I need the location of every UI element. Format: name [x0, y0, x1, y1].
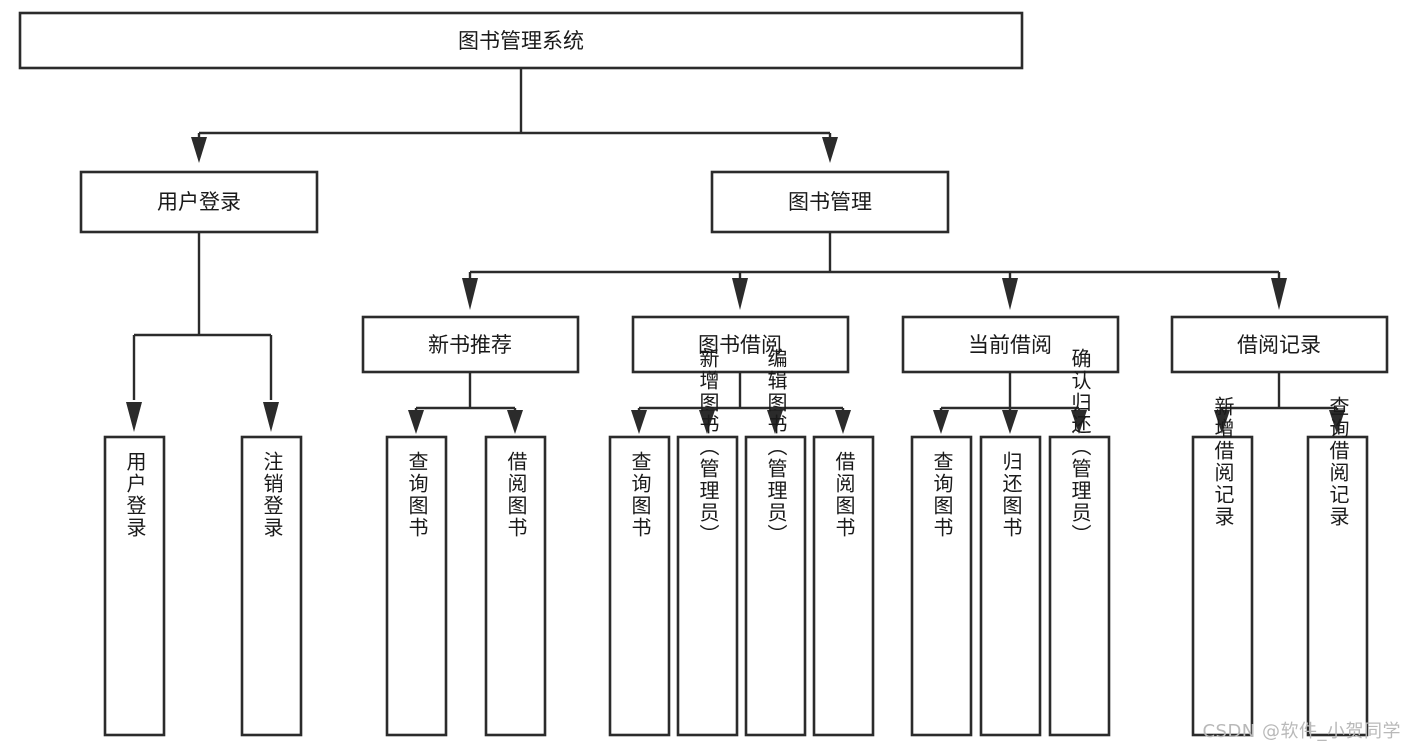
arrow-head-leaf-query-book-1 — [408, 410, 424, 434]
arrow-head-leaf-confirm-return — [1071, 410, 1087, 434]
node-leaf-query-record-label: 查询借阅记录 — [1326, 396, 1350, 528]
node-leaf-add-book-box[interactable] — [676, 435, 739, 737]
node-leaf-user-logout-label: 注销登录 — [260, 451, 284, 539]
node-borrow-record-box[interactable] — [1170, 315, 1389, 374]
node-leaf-query-record[interactable]: 查询借阅记录 — [1306, 396, 1369, 737]
node-leaf-borrow-book-1[interactable]: 借阅图书 — [484, 435, 547, 737]
node-leaf-return-book[interactable]: 归还图书 — [979, 435, 1042, 737]
arrow-head-leaf-query-record — [1329, 410, 1345, 434]
node-leaf-query-book-1-box[interactable] — [385, 435, 448, 737]
node-leaf-user-logout[interactable]: 注销登录 — [240, 435, 303, 737]
node-leaf-confirm-return-box[interactable] — [1048, 435, 1111, 737]
arrow-head-leaf-add-record — [1214, 410, 1230, 434]
node-book-manage-box[interactable] — [710, 170, 950, 234]
connector-group-root — [191, 68, 838, 163]
node-new-book-recommend-label: 新书推荐 — [428, 333, 512, 357]
arrow-head-leaf-query-book-3 — [933, 410, 949, 434]
arrow-head-new-book-recommend — [462, 278, 478, 310]
node-leaf-confirm-return[interactable]: 确认归还（管理员） — [1048, 348, 1111, 737]
node-book-borrow-box[interactable] — [631, 315, 850, 374]
node-book-manage[interactable]: 图书管理 — [710, 170, 950, 234]
node-leaf-query-record-box[interactable] — [1306, 435, 1369, 737]
node-root[interactable]: 图书管理系统 — [18, 11, 1024, 70]
node-leaf-query-book-2-label: 查询图书 — [628, 451, 652, 539]
arrow-head-leaf-user-logout — [263, 402, 279, 432]
node-leaf-query-book-3[interactable]: 查询图书 — [910, 435, 973, 737]
arrow-head-leaf-query-book-2 — [631, 410, 647, 434]
arrow-head-user-login — [191, 137, 207, 163]
connector-group-user-login — [126, 232, 279, 432]
node-new-book-recommend[interactable]: 新书推荐 — [361, 315, 580, 374]
node-current-borrow[interactable]: 当前借阅 — [901, 315, 1120, 374]
arrow-head-book-borrow — [732, 278, 748, 310]
node-current-borrow-label: 当前借阅 — [968, 333, 1052, 357]
connector-group-book-borrow — [631, 372, 851, 434]
node-book-borrow-label: 图书借阅 — [698, 333, 782, 357]
arrow-head-leaf-return-book — [1002, 410, 1018, 434]
node-root-label: 图书管理系统 — [458, 29, 584, 53]
node-leaf-borrow-book-2[interactable]: 借阅图书 — [812, 435, 875, 737]
node-borrow-record-label: 借阅记录 — [1237, 333, 1321, 357]
node-book-borrow[interactable]: 图书借阅 — [631, 315, 850, 374]
node-leaf-user-logout-box[interactable] — [240, 435, 303, 737]
node-user-login[interactable]: 用户登录 — [79, 170, 319, 234]
node-leaf-add-book[interactable]: 新增图书（管理员） — [676, 348, 739, 737]
node-leaf-add-book-label: 新增图书（管理员） — [696, 348, 720, 546]
arrow-head-leaf-borrow-book-1 — [507, 410, 523, 434]
node-root-box[interactable] — [18, 11, 1024, 70]
arrow-head-leaf-add-book — [699, 410, 715, 434]
node-leaf-query-book-2-box[interactable] — [608, 435, 671, 737]
node-leaf-borrow-book-1-box[interactable] — [484, 435, 547, 737]
node-borrow-record[interactable]: 借阅记录 — [1170, 315, 1389, 374]
node-leaf-query-book-1-label: 查询图书 — [405, 451, 429, 539]
node-user-login-label: 用户登录 — [157, 190, 241, 214]
connector-group-borrow-record — [1214, 372, 1345, 434]
node-current-borrow-box[interactable] — [901, 315, 1120, 374]
node-leaf-query-book-1[interactable]: 查询图书 — [385, 435, 448, 737]
connector-group-new-book-recommend — [408, 372, 523, 434]
arrow-head-borrow-record — [1271, 278, 1287, 310]
node-user-login-box[interactable] — [79, 170, 319, 234]
node-new-book-recommend-box[interactable] — [361, 315, 580, 374]
connector-group-book-manage — [462, 232, 1287, 310]
node-leaf-edit-book-box[interactable] — [744, 435, 807, 737]
arrow-head-leaf-edit-book — [767, 410, 783, 434]
node-book-manage-label: 图书管理 — [788, 190, 872, 214]
node-leaf-query-book-3-label: 查询图书 — [930, 451, 954, 539]
arrow-head-leaf-borrow-book-2 — [835, 410, 851, 434]
node-leaf-add-record-label: 新增借阅记录 — [1211, 396, 1235, 528]
node-leaf-return-book-label: 归还图书 — [999, 451, 1023, 539]
arrow-head-leaf-user-login — [126, 402, 142, 432]
node-leaf-return-book-box[interactable] — [979, 435, 1042, 737]
node-leaf-edit-book[interactable]: 编辑图书（管理员） — [744, 348, 807, 737]
node-leaf-borrow-book-1-label: 借阅图书 — [504, 451, 528, 539]
node-leaf-edit-book-label: 编辑图书（管理员） — [764, 348, 788, 546]
node-leaf-user-login[interactable]: 用户登录 — [103, 435, 166, 737]
arrow-head-current-borrow — [1002, 278, 1018, 310]
node-leaf-user-login-box[interactable] — [103, 435, 166, 737]
node-leaf-add-record-box[interactable] — [1191, 435, 1254, 737]
node-leaf-confirm-return-label: 确认归还（管理员） — [1068, 348, 1092, 546]
node-leaf-query-book-2[interactable]: 查询图书 — [608, 435, 671, 737]
node-leaf-borrow-book-2-label: 借阅图书 — [832, 451, 856, 539]
node-leaf-user-login-label: 用户登录 — [123, 451, 147, 539]
node-leaf-add-record[interactable]: 新增借阅记录 — [1191, 396, 1254, 737]
arrow-head-book-manage — [822, 137, 838, 163]
node-leaf-query-book-3-box[interactable] — [910, 435, 973, 737]
connector-group-current-borrow — [933, 372, 1087, 434]
node-leaf-borrow-book-2-box[interactable] — [812, 435, 875, 737]
